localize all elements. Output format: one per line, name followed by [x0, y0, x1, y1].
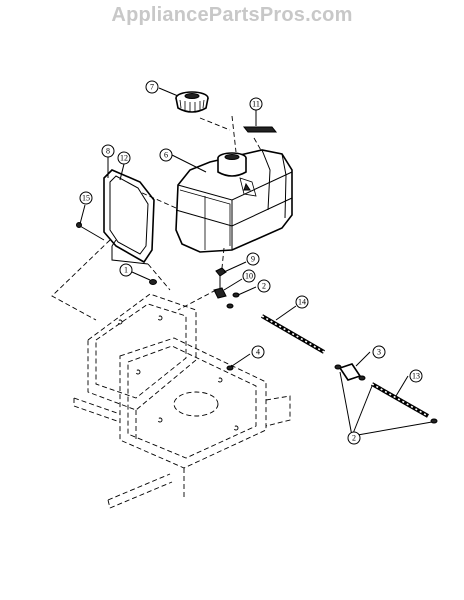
callout-7: 7 — [145, 80, 159, 94]
fuel-cap — [175, 91, 209, 113]
fuel-filter-3 — [334, 363, 366, 381]
callout-6: 6 — [159, 148, 173, 162]
callout-3: 3 — [372, 345, 386, 359]
callout-1: 1 — [119, 263, 133, 277]
decal-label — [242, 126, 278, 133]
svg-text:1: 1 — [124, 266, 128, 275]
svg-text:8: 8 — [106, 147, 110, 156]
svg-text:11: 11 — [252, 100, 260, 109]
callout-11: 11 — [249, 97, 263, 111]
svg-text:2: 2 — [262, 282, 266, 291]
callout-14: 14 — [295, 295, 309, 309]
watermark-text: AppliancePartsPros.com — [111, 4, 353, 26]
tank-strap — [103, 169, 155, 265]
callout-2: 2 — [257, 279, 271, 293]
callout-4: 4 — [251, 345, 265, 359]
bolt-15 — [76, 222, 105, 241]
mower-frame — [73, 293, 291, 509]
callout-13: 13 — [409, 369, 423, 383]
svg-text:7: 7 — [150, 83, 154, 92]
callout-2-lower: 2 — [347, 431, 361, 445]
callout-9: 9 — [246, 252, 260, 266]
svg-text:13: 13 — [412, 372, 420, 381]
callout-12: 12 — [117, 151, 131, 165]
callout-15: 15 — [79, 191, 93, 205]
svg-text:2: 2 — [352, 434, 356, 443]
svg-text:9: 9 — [251, 255, 255, 264]
fuel-line-13 — [371, 382, 438, 424]
fuel-tank — [175, 115, 293, 253]
svg-text:14: 14 — [298, 298, 306, 307]
callout-8: 8 — [101, 144, 115, 158]
svg-text:15: 15 — [82, 194, 90, 203]
svg-text:3: 3 — [377, 348, 381, 357]
fuel-line-14 — [260, 314, 326, 354]
bolt-4 — [226, 365, 234, 371]
leader-lines — [51, 87, 433, 437]
svg-text:6: 6 — [164, 151, 168, 160]
nut-1 — [149, 279, 157, 285]
svg-text:10: 10 — [245, 272, 253, 281]
callout-10: 10 — [242, 269, 256, 283]
svg-text:4: 4 — [256, 348, 260, 357]
svg-text:12: 12 — [120, 154, 128, 163]
fuel-fitting — [213, 267, 240, 309]
